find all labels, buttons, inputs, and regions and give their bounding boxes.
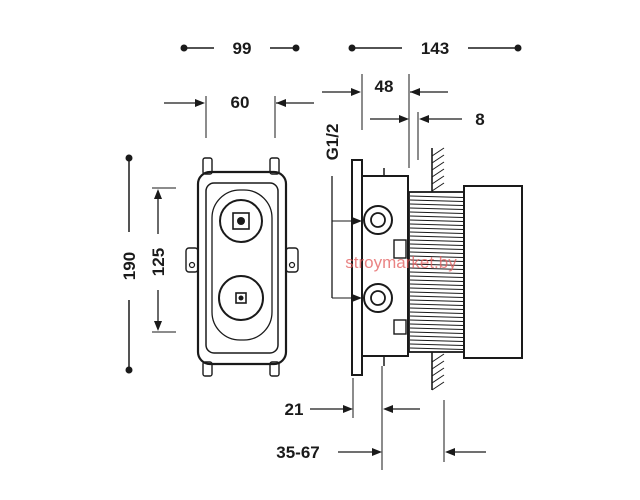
dim-g12-label: G1/2 xyxy=(323,124,342,161)
dim-8-label: 8 xyxy=(475,110,484,129)
hatch-line xyxy=(431,147,445,157)
dim-143-label: 143 xyxy=(421,39,449,58)
wall-hatch xyxy=(431,147,445,391)
thread-rib xyxy=(409,271,464,274)
thread-rib xyxy=(409,227,464,230)
dim-190-label: 190 xyxy=(120,252,139,280)
thread-lines xyxy=(409,195,464,350)
dim-thread: G1/2 xyxy=(323,124,362,302)
side-view xyxy=(351,159,523,376)
dim-depth-total: 143 xyxy=(348,39,522,58)
dim-install-range: 35-67 xyxy=(276,400,486,462)
thread-rib xyxy=(409,331,464,334)
thread-rib xyxy=(409,207,464,210)
thread-rib xyxy=(409,295,464,298)
lower-connector xyxy=(363,283,393,313)
thread-rib xyxy=(409,259,464,262)
hatch-line xyxy=(431,161,445,171)
hatch-line xyxy=(431,360,445,370)
thread-rib xyxy=(409,231,464,234)
dim-60-label: 60 xyxy=(231,93,250,112)
dim-flange: 21 xyxy=(285,366,420,470)
dim-125-label: 125 xyxy=(149,248,168,276)
thread-rib xyxy=(409,303,464,306)
watermark: stroymarket.by xyxy=(345,253,457,272)
thread-rib xyxy=(409,215,464,218)
thread-rib xyxy=(409,267,464,270)
thread-rib xyxy=(409,287,464,290)
hatch-line xyxy=(431,367,445,377)
thread-rib xyxy=(409,311,464,314)
thread-rib xyxy=(409,255,464,258)
dim-35-67-label: 35-67 xyxy=(276,443,319,462)
dim-inner-width: 60 xyxy=(164,93,314,138)
thread-rib xyxy=(409,247,464,250)
thread-rib xyxy=(409,339,464,342)
dim-99-label: 99 xyxy=(233,39,252,58)
dim-48-label: 48 xyxy=(375,77,394,96)
hatch-line xyxy=(431,154,445,164)
front-view-box xyxy=(185,157,299,377)
dim-21-label: 21 xyxy=(285,400,304,419)
thread-rib xyxy=(409,283,464,286)
lower-valve xyxy=(218,275,264,321)
thread-rib xyxy=(409,323,464,326)
thread-rib xyxy=(409,291,464,294)
thread-rib xyxy=(409,199,464,202)
thread-rib xyxy=(409,251,464,254)
thread-rib xyxy=(409,195,464,198)
thread-rib xyxy=(409,223,464,226)
hatch-line xyxy=(431,182,445,192)
thread-rib xyxy=(409,343,464,346)
thread-rib xyxy=(409,275,464,278)
upper-connector xyxy=(363,205,393,235)
thread-rib xyxy=(409,335,464,338)
thread-rib xyxy=(409,211,464,214)
thread-rib xyxy=(409,307,464,310)
thread-rib xyxy=(409,263,464,266)
thread-rib xyxy=(409,319,464,322)
dim-wall-offset: 8 xyxy=(370,110,485,160)
hatch-line xyxy=(431,374,445,384)
dim-depth-box: 48 xyxy=(322,74,448,168)
thread-rib xyxy=(409,315,464,318)
thread-rib xyxy=(409,243,464,246)
hatch-line xyxy=(431,168,445,178)
thread-rib xyxy=(409,239,464,242)
thread-rib xyxy=(409,235,464,238)
dim-overall-height: 190 xyxy=(120,154,139,374)
thread-rib xyxy=(409,299,464,302)
upper-valve xyxy=(219,199,263,243)
dim-overall-width: 99 xyxy=(180,39,300,58)
thread-rib xyxy=(409,279,464,282)
thread-rib xyxy=(409,327,464,330)
hatch-line xyxy=(431,381,445,391)
thread-rib xyxy=(409,219,464,222)
hatch-line xyxy=(431,175,445,185)
dim-inner-height: 125 xyxy=(149,187,176,333)
hatch-line xyxy=(431,353,445,363)
wall-section xyxy=(431,147,445,391)
thread-rib xyxy=(409,347,464,350)
thread-rib xyxy=(409,203,464,206)
